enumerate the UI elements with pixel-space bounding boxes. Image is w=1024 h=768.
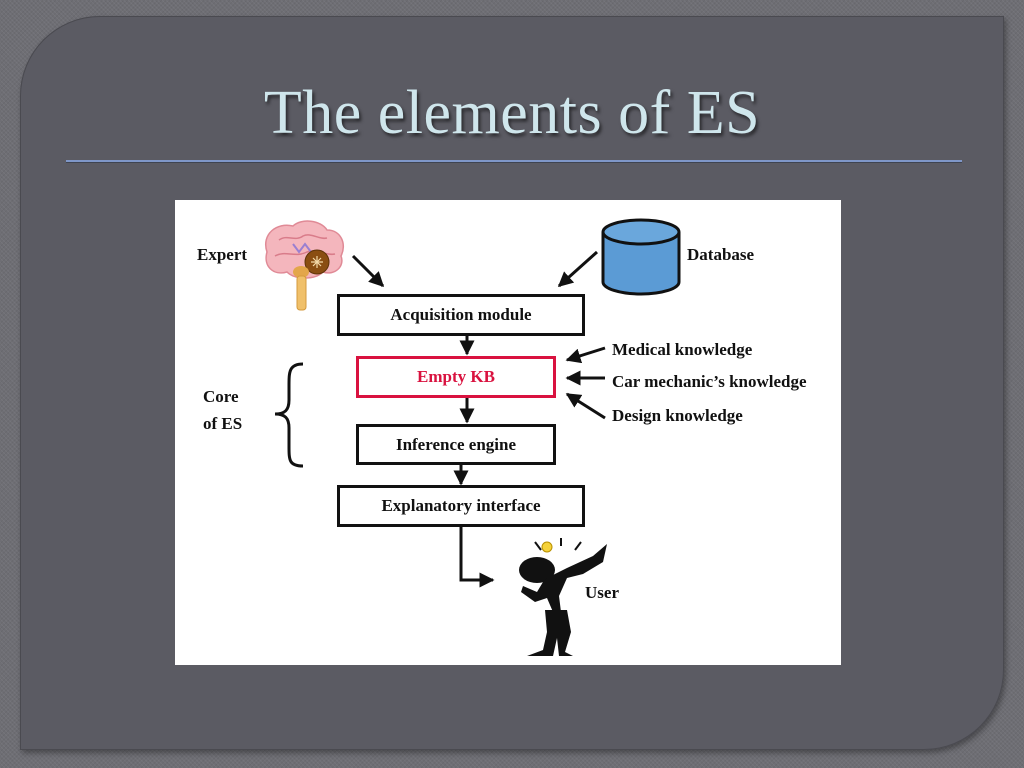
user-label: User [585,583,619,602]
core-label-line1: Core [203,387,239,406]
database-arrow [557,250,599,288]
user-figure-icon [519,538,607,656]
explanatory-to-user-arrow [459,526,495,588]
design-arrow [565,392,606,420]
title-divider [66,160,962,163]
diagram-graphics [264,218,681,656]
core-label-line2: of ES [203,414,243,433]
inference-engine-box: Inference engine [356,424,556,465]
design-knowledge-label: Design knowledge [612,406,743,425]
database-icon [601,218,681,296]
brain-icon [264,220,345,311]
empty-kb-box: Empty KB [356,356,556,398]
acquisition-module-box: Acquisition module [337,294,585,336]
expert-label: Expert [197,245,248,264]
database-label: Database [687,245,755,264]
core-brace [274,362,304,468]
slide-title: The elements of ES [263,79,761,147]
explanatory-interface-box: Explanatory interface [337,485,585,527]
es-diagram: Expert Database Acquisition module Empty… [175,200,841,665]
medical-knowledge-label: Medical knowledge [612,340,753,359]
medical-arrow [565,346,606,364]
expert-arrow [351,254,385,288]
car-mechanic-knowledge-label: Car mechanic’s knowledge [612,372,807,391]
